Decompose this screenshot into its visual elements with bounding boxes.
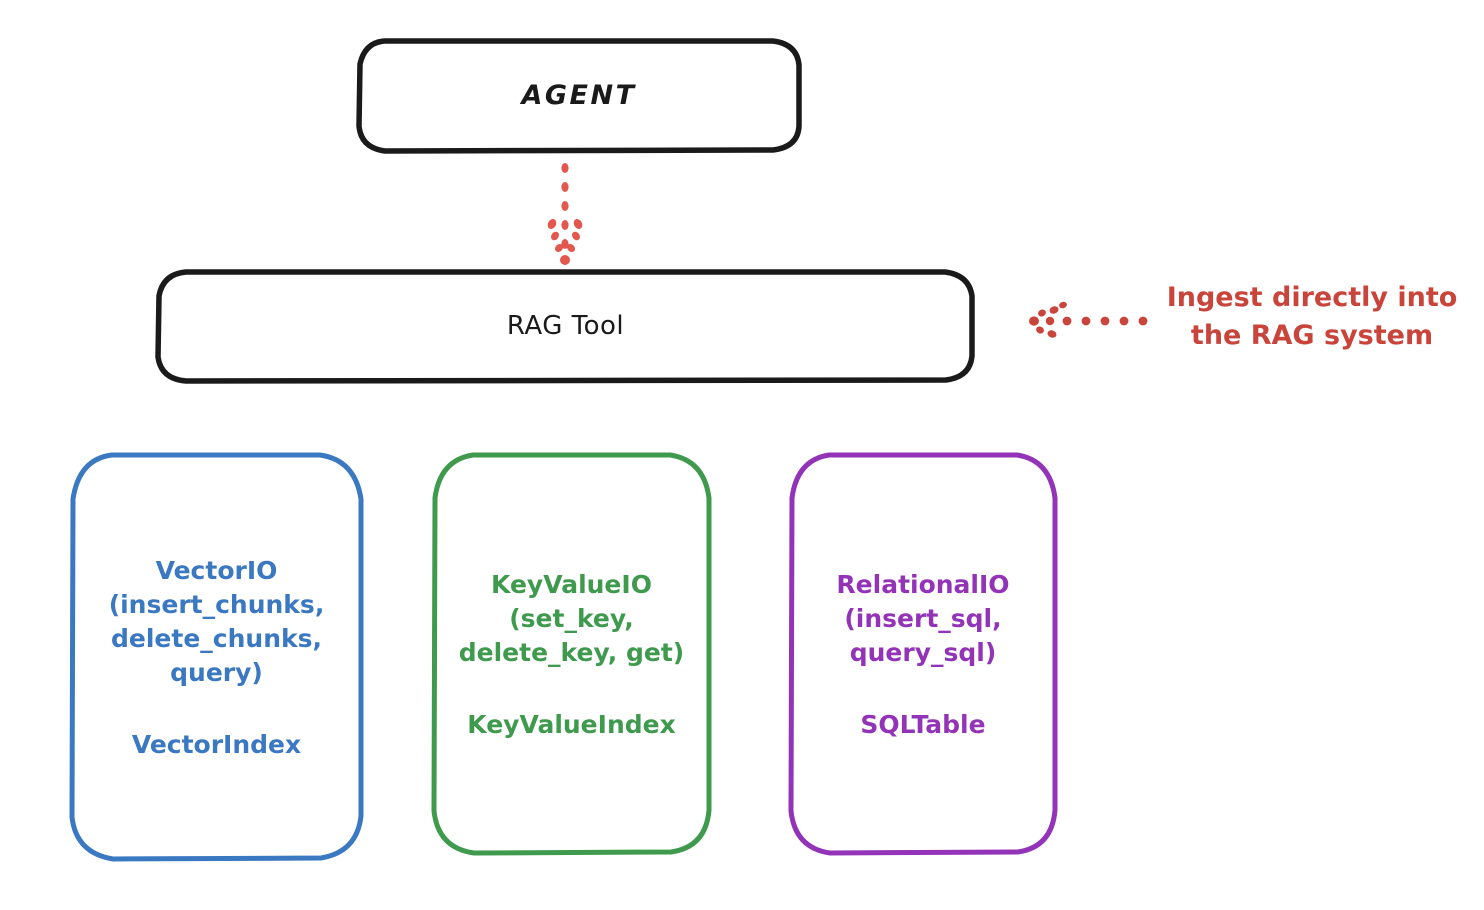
relational-io-api-label: RelationalIO (insert_sql, query_sql) [836,569,1010,667]
arrow-agent-to-rag-tool [520,152,610,277]
agent-label: AGENT [521,80,637,112]
key-value-io-index-label: KeyValueIndex [467,709,676,739]
rag-tool-node[interactable]: RAG Tool [154,269,977,384]
relational-io-node[interactable]: RelationalIO (insert_sql, query_sql) SQL… [786,451,1060,857]
ingest-annotation-label: Ingest directly into the RAG system [1166,282,1458,352]
vector-io-index-label: VectorIndex [131,729,302,759]
key-value-io-api-label: KeyValueIO (set_key, delete_key, get) [458,569,685,667]
relational-io-index-label: SQLTable [860,709,986,739]
rag-tool-label: RAG Tool [506,311,625,342]
arrow-ingest-to-rag-tool [1018,296,1148,346]
vector-io-api-label: VectorIO (insert_chunks, delete_chunks, … [108,555,325,687]
dotted-down-arrow-icon [547,163,583,265]
dotted-left-arrow-icon [1029,301,1148,338]
vector-io-node[interactable]: VectorIO (insert_chunks, delete_chunks, … [67,451,366,863]
agent-node[interactable]: AGENT [355,38,803,154]
key-value-io-node[interactable]: KeyValueIO (set_key, delete_key, get) Ke… [429,451,714,857]
